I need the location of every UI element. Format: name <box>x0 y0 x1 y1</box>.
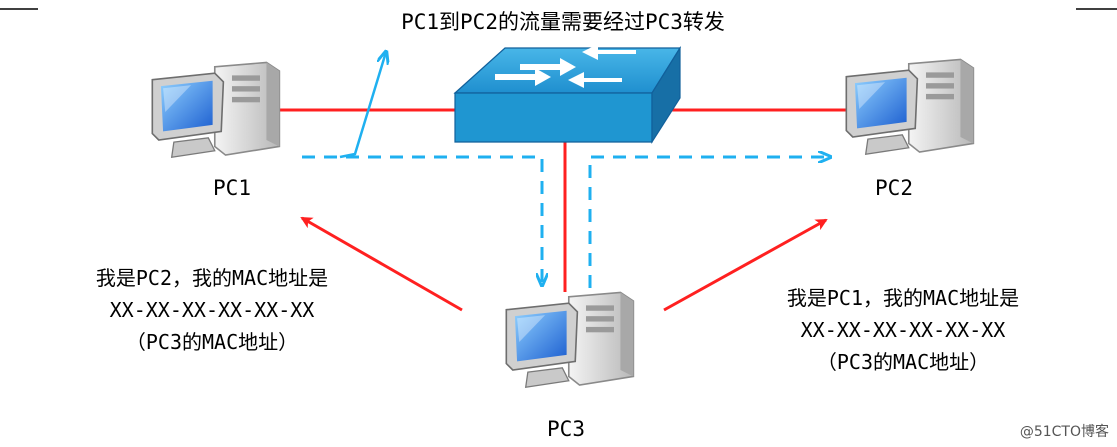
note-right-line-1: 我是PC1，我的MAC地址是 <box>786 286 1020 310</box>
pc2-label: PC2 <box>875 176 913 200</box>
pc2-icon <box>845 58 975 156</box>
pc1-icon <box>151 61 281 159</box>
note-right-line-3: （PC3的MAC地址） <box>816 350 990 374</box>
spoof-arrow-to-pc2 <box>663 218 828 312</box>
note-left-line-3: （PC3的MAC地址） <box>125 330 299 354</box>
pc3-label: PC3 <box>547 417 585 441</box>
traffic-path-pc3-to-pc2 <box>588 157 830 288</box>
watermark: @51CTO博客 <box>1019 424 1109 440</box>
caption: PC1到PC2的流量需要经过PC3转发 <box>401 10 725 34</box>
note-left: 我是PC2，我的MAC地址是 XX-XX-XX-XX-XX-XX （PC3的MA… <box>27 262 397 358</box>
switch-icon <box>453 44 682 145</box>
note-left-line-2: XX-XX-XX-XX-XX-XX <box>109 298 315 322</box>
pc3-icon <box>505 291 635 389</box>
note-right: 我是PC1，我的MAC地址是 XX-XX-XX-XX-XX-XX （PC3的MA… <box>718 282 1088 378</box>
caption-pointer-arrow <box>339 52 386 159</box>
spoof-arrow-to-pc1 <box>300 216 463 312</box>
note-right-line-2: XX-XX-XX-XX-XX-XX <box>800 318 1006 342</box>
pc1-label: PC1 <box>213 176 251 200</box>
note-left-line-1: 我是PC2，我的MAC地址是 <box>95 266 329 290</box>
